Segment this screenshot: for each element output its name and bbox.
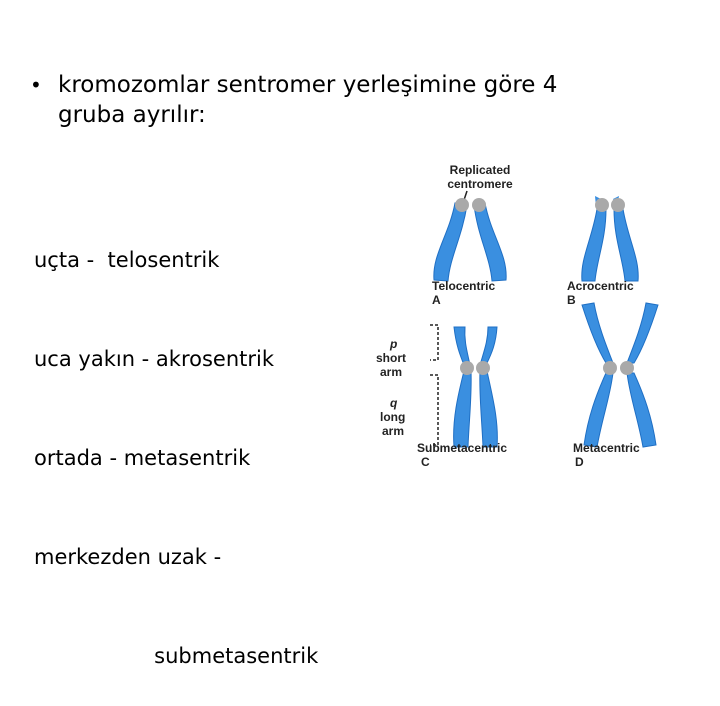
chromosome-telocentric bbox=[433, 198, 507, 282]
acrocentric-label: Acrocentric bbox=[567, 279, 634, 293]
arm-label-1: arm bbox=[380, 365, 402, 379]
chromosome-diagram: Replicated centromere Telocentric A Acro… bbox=[376, 163, 659, 469]
short-arm-bracket bbox=[430, 324, 439, 361]
replicated-label-1: Replicated bbox=[450, 163, 511, 177]
long-arm-bracket bbox=[430, 374, 439, 446]
list-item-akrosentrik: uca yakın - akrosentrik bbox=[34, 347, 275, 371]
list-item-submetasentrik-1: merkezden uzak - bbox=[34, 545, 222, 569]
p-label: p bbox=[389, 337, 397, 351]
list-item-telosentrik: uçta - telosentrik bbox=[34, 248, 220, 272]
chromosome-figure: Replicated centromere Telocentric A Acro… bbox=[370, 155, 720, 475]
chromosome-metacentric bbox=[581, 302, 659, 448]
telocentric-letter: A bbox=[432, 293, 441, 307]
bullet-line-2: gruba ayrılır: bbox=[58, 102, 206, 128]
submetacentric-label: Submetacentric bbox=[417, 441, 507, 455]
chromosome-acrocentric bbox=[581, 196, 639, 282]
chromosome-submetacentric bbox=[453, 326, 498, 448]
acrocentric-letter: B bbox=[567, 293, 576, 307]
long-label: long bbox=[380, 410, 405, 424]
short-label: short bbox=[376, 351, 406, 365]
bullet-marker: • bbox=[30, 73, 42, 97]
q-label: q bbox=[390, 396, 398, 410]
submetacentric-letter: C bbox=[421, 455, 430, 469]
list-item-metasentrik: ortada - metasentrik bbox=[34, 446, 251, 470]
bullet-text: kromozomlar sentromer yerleşimine göre 4… bbox=[58, 70, 658, 130]
replicated-label-2: centromere bbox=[447, 177, 513, 191]
bullet-line-1: kromozomlar sentromer yerleşimine göre 4 bbox=[58, 72, 558, 98]
arm-label-2: arm bbox=[382, 424, 404, 438]
metacentric-label: Metacentric bbox=[573, 441, 640, 455]
metacentric-letter: D bbox=[575, 455, 584, 469]
telocentric-label: Telocentric bbox=[432, 279, 495, 293]
list-item-submetasentrik-2: submetasentrik bbox=[34, 644, 319, 668]
classification-list: uçta - telosentrik uca yakın - akrosentr… bbox=[34, 178, 318, 706]
